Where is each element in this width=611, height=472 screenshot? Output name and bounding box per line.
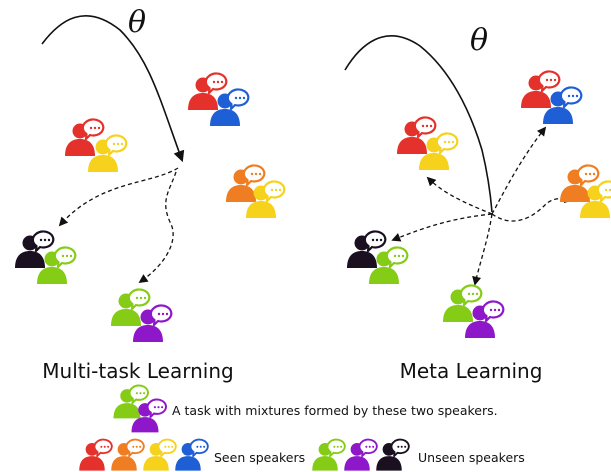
speaker-icon [113,384,149,419]
speaker-icon [543,86,583,124]
legend-task-text: A task with mixtures formed by these two… [172,403,498,418]
speaker-icon [37,246,77,284]
speaker-icon [344,438,378,471]
speaker-icon [143,438,177,471]
speaker-icon [188,72,228,110]
speaker-icon [580,180,611,218]
multitask-title: Multi-task Learning [42,359,233,383]
speaker-icon [133,304,173,342]
arrow-to-green-purple-task [472,213,493,286]
speaker-icon [443,284,483,322]
speaker-icon [246,180,286,218]
arrow-to-red-yellow-task [426,176,493,215]
speaker-icon [369,246,409,284]
multitask-panel: θ Multi-task Learning [15,5,286,383]
meta-panel: θ Meta Learning [344,23,611,383]
speaker-icon [210,88,250,126]
speaker-icon [65,118,105,156]
arrow-to-red-blue-task [491,126,547,215]
arrow-to-green-purple-task [138,171,177,284]
speaker-icon [79,438,113,471]
speaker-icon [131,398,167,433]
speaker-icon [397,116,437,154]
speaker-icon [521,70,561,108]
arrow-to-black-green-task [391,213,493,242]
legend: A task with mixtures formed by these two… [79,384,525,471]
speaker-icon [312,438,346,471]
speaker-icon [560,164,600,202]
speaker-icon [419,132,459,170]
speaker-icon [88,134,128,172]
speaker-icon [465,300,505,338]
arrow-to-black-green-task [58,167,179,227]
theta-trajectory-line [344,35,493,213]
theta-symbol: θ [128,5,146,40]
speaker-icon [347,230,387,268]
speaker-icon [226,164,266,202]
speaker-icon [111,438,145,471]
meta-learning-title: Meta Learning [400,359,543,383]
speaker-icon [111,288,151,326]
theta-symbol: θ [470,23,488,58]
speaker-icon [175,438,209,471]
speaker-icon [15,230,55,268]
legend-unseen-label: Unseen speakers [418,450,525,465]
speaker-icon [376,438,410,471]
theta-trajectory-line [41,14,185,163]
legend-seen-label: Seen speakers [214,450,305,465]
